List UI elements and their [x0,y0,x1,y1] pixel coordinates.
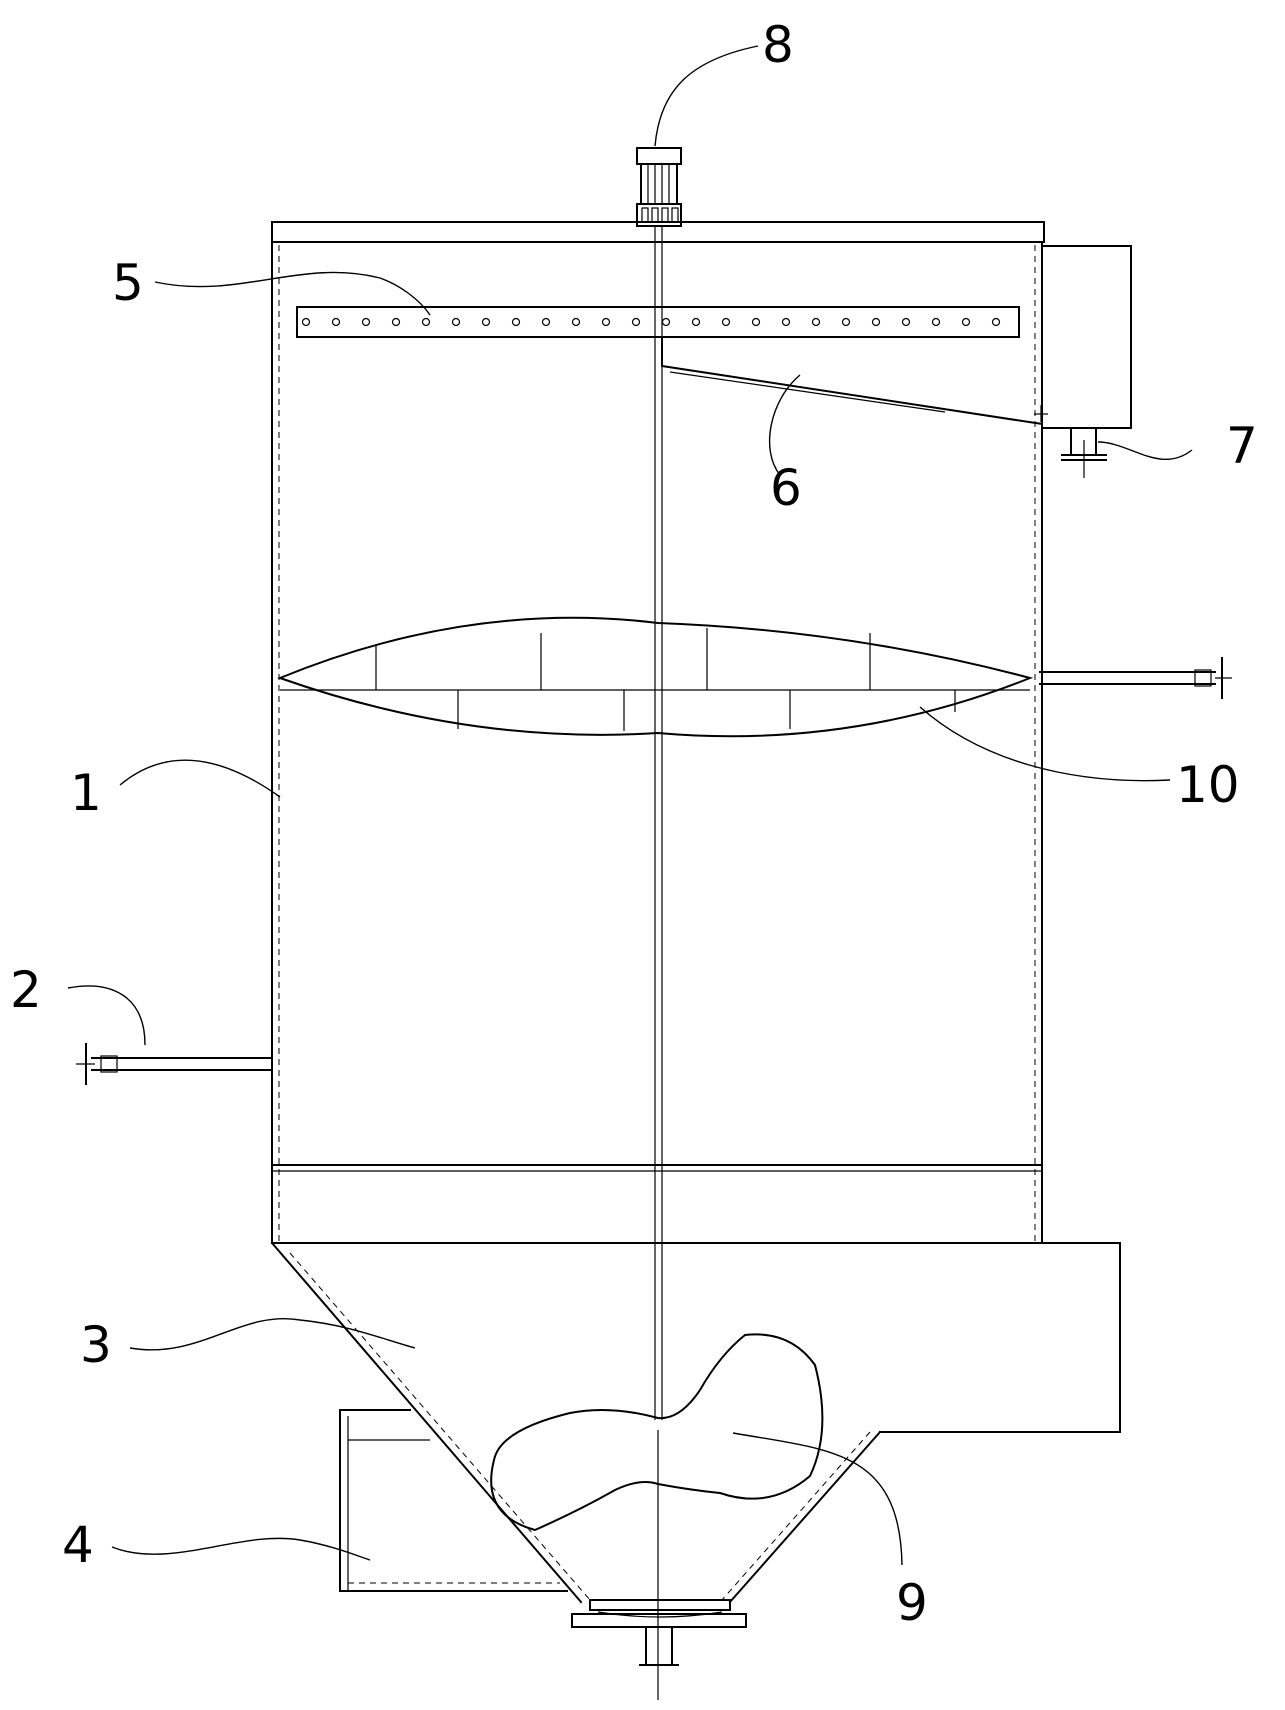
spray-nozzle [571,317,581,327]
label-inlet-pipe: 2 [10,961,42,1019]
spray-nozzle [811,317,821,327]
spray-nozzles [301,317,1001,327]
overflow-trough [660,245,1132,429]
spray-nozzle [631,317,641,327]
flange-icon [1061,427,1107,478]
discharge-chute [339,1409,568,1592]
spray-nozzle [721,317,731,327]
spray-nozzle [661,317,671,327]
label-mixing-paddle: 9 [896,1574,928,1632]
spray-nozzle [841,317,851,327]
spray-nozzle [541,317,551,327]
spray-nozzle [781,317,791,327]
spray-nozzle [451,317,461,327]
mixing-paddle [490,1333,824,1532]
spray-nozzle [991,317,1001,327]
label-cone-hopper: 3 [80,1316,112,1374]
agitator-shaft [654,226,663,1700]
label-motor: 8 [762,16,794,74]
inlet-pipe [76,1043,273,1085]
spray-nozzle [421,317,431,327]
spray-nozzle [391,317,401,327]
spray-header [296,306,1020,338]
label-spray-header: 5 [112,254,144,312]
distribution-disc [277,616,1232,738]
spray-nozzle [481,317,491,327]
spray-nozzle [901,317,911,327]
spray-nozzle [601,317,611,327]
callout-leaders [67,45,1193,1566]
label-overflow-outlet: 7 [1226,417,1258,475]
callout-labels: 8 5 6 7 10 1 2 3 4 9 [10,16,1258,1632]
cone-hopper [270,1241,1121,1666]
label-overflow-trough: 6 [770,459,802,517]
label-discharge-chute: 4 [62,1516,94,1574]
spray-nozzle [511,317,521,327]
label-distribution-disc: 10 [1176,756,1240,814]
spray-nozzle [961,317,971,327]
motor-icon [636,147,682,227]
spray-nozzle [751,317,761,327]
spray-nozzle [691,317,701,327]
spray-nozzle [331,317,341,327]
spray-nozzle [931,317,941,327]
label-tank-body: 1 [70,764,102,822]
spray-nozzle [301,317,311,327]
spray-nozzle [871,317,881,327]
spray-nozzle [361,317,371,327]
